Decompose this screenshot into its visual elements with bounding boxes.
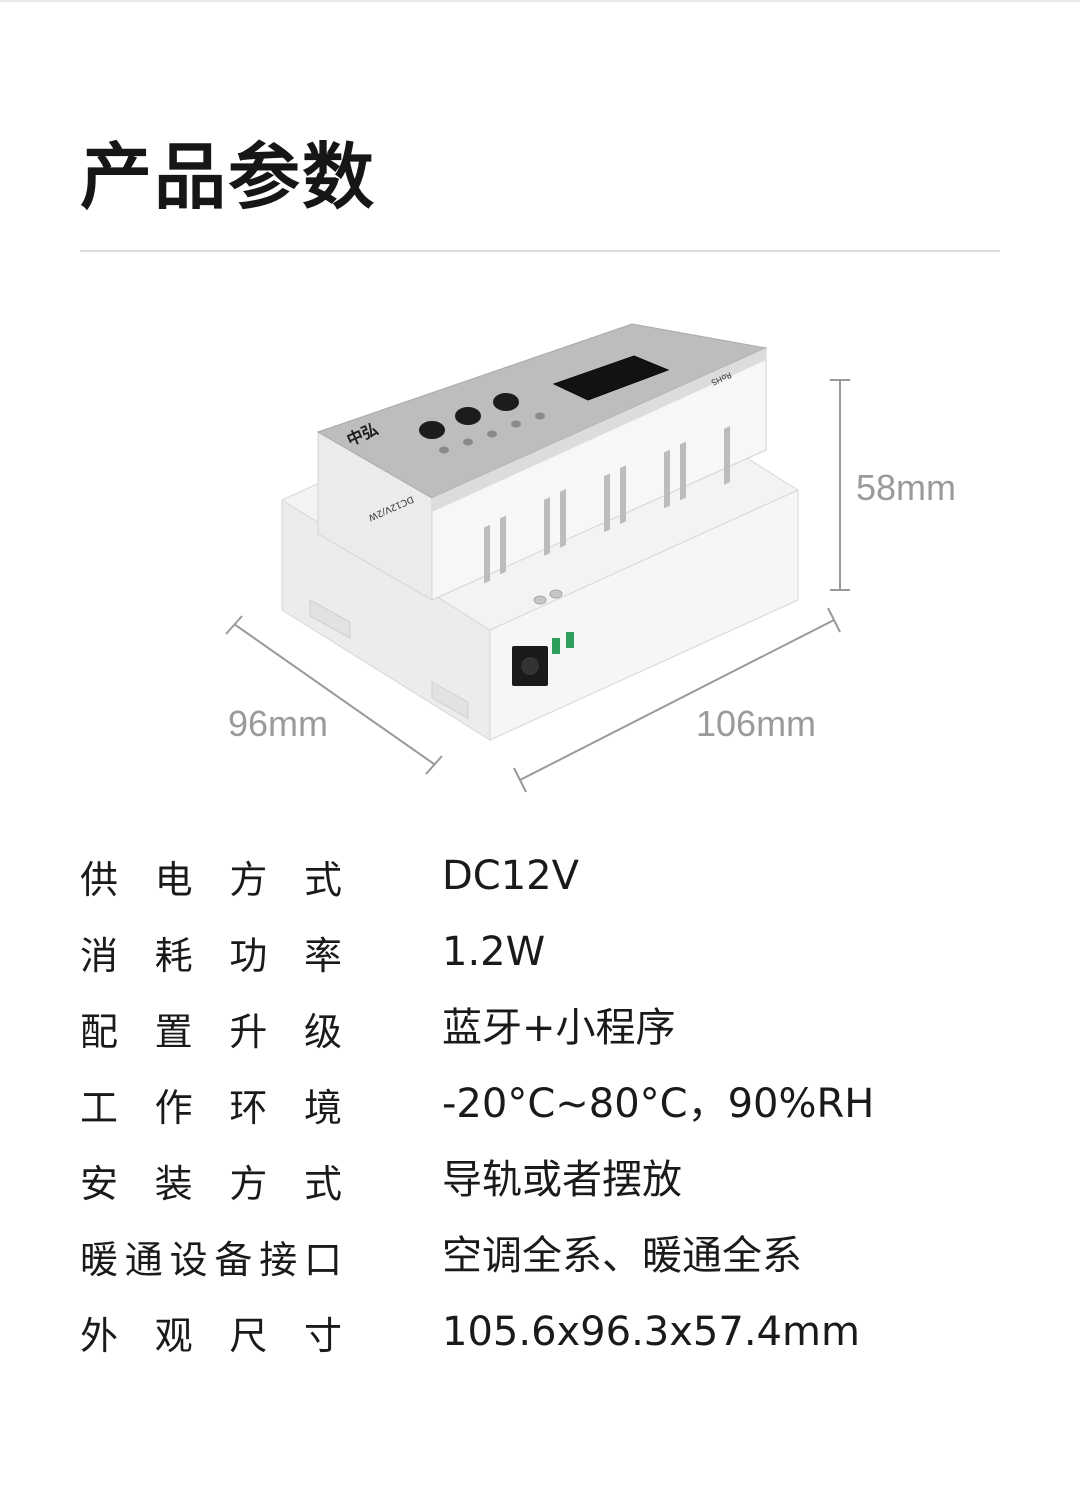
vent-slots — [484, 426, 730, 584]
spec-label-char: 境 — [303, 1085, 342, 1130]
status-leds — [439, 412, 545, 454]
spec-value: 空调全系、暖通全系 — [442, 1233, 802, 1279]
set-button — [493, 393, 519, 411]
spec-row-hvac-interface: 暖通设备接口 空调全系、暖通全系 — [80, 1218, 1000, 1294]
rail-clip-front — [431, 681, 469, 719]
spec-label-char: 寸 — [303, 1313, 342, 1358]
spec-label: 配置升级 — [80, 990, 342, 1066]
spec-label-char: 作 — [154, 1085, 193, 1130]
spec-row-dimensions: 外观尺寸 105.6x96.3x57.4mm — [80, 1294, 1000, 1370]
spec-label-char: 安 — [80, 1161, 119, 1206]
spec-label-char: 电 — [154, 857, 193, 902]
spec-value: 蓝牙+小程序 — [442, 1005, 676, 1051]
spec-label-char: 置 — [154, 1009, 193, 1054]
spec-label-char: 外 — [80, 1313, 119, 1358]
spec-label-char: 升 — [229, 1009, 268, 1054]
spec-row-installation: 安装方式 导轨或者摆放 — [80, 1142, 1000, 1218]
spec-label-char: 式 — [303, 857, 342, 902]
spec-list: 供电方式 DC12V 消耗功率 1.2W 配置升级 蓝牙+小程序 工作环境 -2… — [80, 838, 1000, 1370]
top-rule — [0, 0, 1080, 2]
spec-label: 外观尺寸 — [80, 1294, 342, 1370]
spec-label: 工作环境 — [80, 1066, 342, 1142]
down-button — [419, 421, 445, 439]
product-illustration: 中弘 DC12V/2W RoHS 58mm 96mm 106mm — [225, 323, 956, 793]
spec-label-char: 式 — [303, 1161, 342, 1206]
spec-label-char: 耗 — [154, 933, 193, 978]
spec-label-char: 暖 — [80, 1237, 119, 1282]
page-title: 产品参数 — [80, 135, 377, 219]
up-button — [455, 407, 481, 425]
spec-value: -20°C~80°C，90%RH — [442, 1081, 875, 1127]
display-screen — [552, 355, 670, 401]
height-dimension-label: 58mm — [856, 467, 956, 508]
device-top-panel-edge — [432, 348, 766, 512]
spec-label-char: 方 — [229, 857, 268, 902]
spec-label-char: 接 — [259, 1237, 298, 1282]
spec-label-char: 装 — [154, 1161, 193, 1206]
spec-row-environment: 工作环境 -20°C~80°C，90%RH — [80, 1066, 1000, 1142]
rail-clip-left — [309, 599, 351, 639]
spec-label-char: 方 — [229, 1161, 268, 1206]
spec-label-char: 供 — [80, 857, 119, 902]
spec-row-power-supply: 供电方式 DC12V — [80, 838, 1000, 914]
spec-label-char: 观 — [154, 1313, 193, 1358]
spec-label-char: 配 — [80, 1009, 119, 1054]
width-dimension-label: 106mm — [696, 703, 816, 744]
terminal-green-1 — [552, 638, 560, 654]
spec-label-char: 备 — [214, 1237, 253, 1282]
spec-label-char: 设 — [169, 1237, 208, 1282]
spec-label-char: 消 — [80, 933, 119, 978]
spec-label-char: 率 — [303, 933, 342, 978]
spec-label-char: 功 — [229, 933, 268, 978]
dimension-lines — [225, 379, 850, 793]
terminal-green-2 — [566, 632, 574, 648]
spec-value: 导轨或者摆放 — [442, 1157, 682, 1203]
spec-value: 1.2W — [442, 929, 546, 975]
title-divider — [80, 250, 1000, 252]
spec-label-char: 口 — [303, 1237, 342, 1282]
depth-dimension-label: 96mm — [228, 703, 328, 744]
spec-label-char: 通 — [124, 1237, 163, 1282]
spec-label-char: 尺 — [229, 1313, 268, 1358]
spec-value: DC12V — [442, 853, 579, 899]
spec-label: 供电方式 — [80, 838, 342, 914]
spec-row-power-consumption: 消耗功率 1.2W — [80, 914, 1000, 990]
spec-value: 105.6x96.3x57.4mm — [442, 1309, 860, 1355]
spec-label: 安装方式 — [80, 1142, 342, 1218]
spec-row-configuration: 配置升级 蓝牙+小程序 — [80, 990, 1000, 1066]
spec-label-char: 工 — [80, 1085, 119, 1130]
spec-label: 消耗功率 — [80, 914, 342, 990]
spec-label-char: 级 — [303, 1009, 342, 1054]
spec-label: 暖通设备接口 — [80, 1218, 342, 1294]
spec-label-char: 环 — [229, 1085, 268, 1130]
product-figure: 中弘 DC12V/2W RoHS 58mm 96mm 106mm — [200, 300, 1000, 800]
